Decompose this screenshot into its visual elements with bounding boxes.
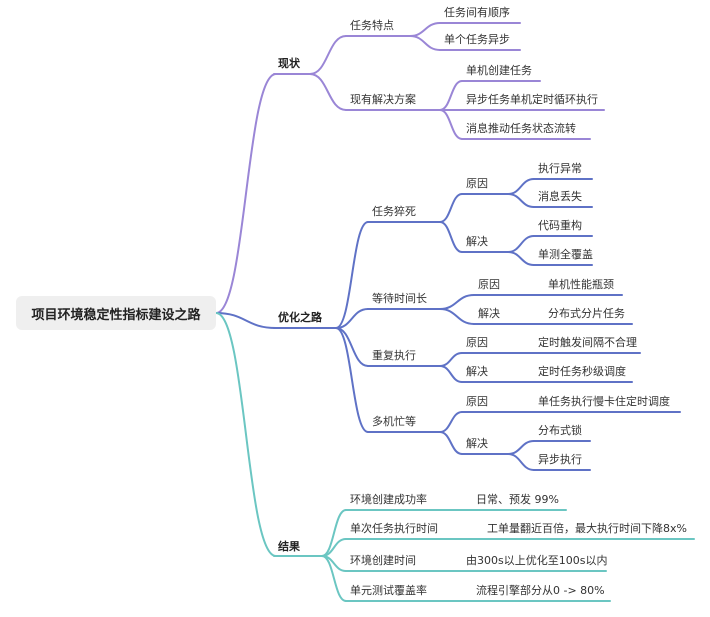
- leaf-shard-task[interactable]: 分布式分片任务: [548, 307, 625, 320]
- leaf-message-lost[interactable]: 消息丢失: [538, 190, 582, 203]
- node-wait-cause[interactable]: 原因: [478, 278, 500, 291]
- node-current-solutions[interactable]: 现有解决方案: [350, 93, 416, 106]
- result-value-coverage[interactable]: 流程引擎部分从0 -> 80%: [476, 584, 605, 597]
- node-repeat-fix[interactable]: 解决: [466, 365, 488, 378]
- node-busy-cause[interactable]: 原因: [466, 395, 488, 408]
- node-busy-fix[interactable]: 解决: [466, 437, 488, 450]
- connector-curve: [309, 35, 347, 75]
- connector-curve: [439, 80, 463, 111]
- root-node[interactable]: 项目环境稳定性指标建设之路: [16, 296, 216, 330]
- node-wait-fix[interactable]: 解决: [478, 307, 500, 320]
- connector-curve: [321, 555, 347, 602]
- node-task-features[interactable]: 任务特点: [350, 19, 394, 32]
- leaf-async-loop[interactable]: 异步任务单机定时循环执行: [466, 93, 598, 106]
- connector-curve: [309, 73, 347, 111]
- result-label-create-time[interactable]: 环境创建时间: [350, 554, 416, 567]
- leaf-message-flow[interactable]: 消息推动任务状态流转: [466, 122, 576, 135]
- connector-curve: [507, 453, 535, 471]
- leaf-dist-lock[interactable]: 分布式锁: [538, 424, 582, 437]
- node-dead-task[interactable]: 任务猝死: [372, 205, 416, 218]
- result-value-create-time[interactable]: 由300s以上优化至100s以内: [466, 554, 608, 567]
- connector-curve: [439, 193, 463, 223]
- connector-curve: [439, 431, 463, 455]
- leaf-unit-test[interactable]: 单测全覆盖: [538, 248, 593, 261]
- connector-curve: [507, 235, 535, 253]
- result-label-coverage[interactable]: 单元测试覆盖率: [350, 584, 427, 597]
- connector-curve: [335, 327, 369, 367]
- connector-curve: [409, 22, 441, 37]
- connector-curve: [439, 308, 475, 325]
- leaf-task-async[interactable]: 单个任务异步: [444, 33, 510, 46]
- result-label-success[interactable]: 环境创建成功率: [350, 493, 427, 506]
- connector-curve: [335, 327, 369, 433]
- node-dead-fix[interactable]: 解决: [466, 235, 488, 248]
- connector-curve: [439, 411, 463, 433]
- node-busy-wait[interactable]: 多机忙等: [372, 415, 416, 428]
- result-value-success[interactable]: 日常、预发 99%: [476, 493, 559, 506]
- connector-curve: [215, 312, 277, 557]
- connector-curve: [507, 193, 535, 208]
- connector-curve: [409, 35, 441, 51]
- leaf-single-bottleneck[interactable]: 单机性能瓶颈: [548, 278, 614, 291]
- mindmap-links: [215, 22, 695, 602]
- connector-curve: [215, 73, 277, 314]
- connector-curve: [507, 251, 535, 266]
- leaf-single-create[interactable]: 单机创建任务: [466, 64, 532, 77]
- branch-optimize[interactable]: 优化之路: [278, 311, 322, 324]
- connector-curve: [335, 308, 369, 329]
- node-repeat-exec[interactable]: 重复执行: [372, 349, 416, 362]
- leaf-async-exec[interactable]: 异步执行: [538, 453, 582, 466]
- connector-curve: [439, 365, 463, 383]
- node-long-wait[interactable]: 等待时间长: [372, 292, 427, 305]
- leaf-slow-task[interactable]: 单任务执行慢卡住定时调度: [538, 395, 670, 408]
- result-label-exec-time[interactable]: 单次任务执行时间: [350, 522, 438, 535]
- connector-curve: [215, 312, 277, 329]
- connector-curve: [439, 352, 463, 367]
- result-value-exec-time[interactable]: 工单量翻近百倍，最大执行时间下降8x%: [487, 522, 687, 535]
- node-repeat-cause[interactable]: 原因: [466, 336, 488, 349]
- connector-curve: [439, 221, 463, 253]
- connector-curve: [335, 221, 369, 329]
- connector-curve: [439, 294, 475, 310]
- connector-curve: [439, 109, 463, 140]
- branch-status[interactable]: 现状: [278, 57, 300, 70]
- leaf-code-refactor[interactable]: 代码重构: [538, 219, 582, 232]
- node-dead-cause[interactable]: 原因: [466, 177, 488, 190]
- connector-curve: [507, 178, 535, 195]
- branch-result[interactable]: 结果: [278, 540, 300, 553]
- leaf-task-order[interactable]: 任务间有顺序: [444, 6, 510, 19]
- connector-curve: [507, 440, 535, 455]
- leaf-interval-bad[interactable]: 定时触发间隔不合理: [538, 336, 637, 349]
- leaf-second-schedule[interactable]: 定时任务秒级调度: [538, 365, 626, 378]
- leaf-exec-exception[interactable]: 执行异常: [538, 162, 582, 175]
